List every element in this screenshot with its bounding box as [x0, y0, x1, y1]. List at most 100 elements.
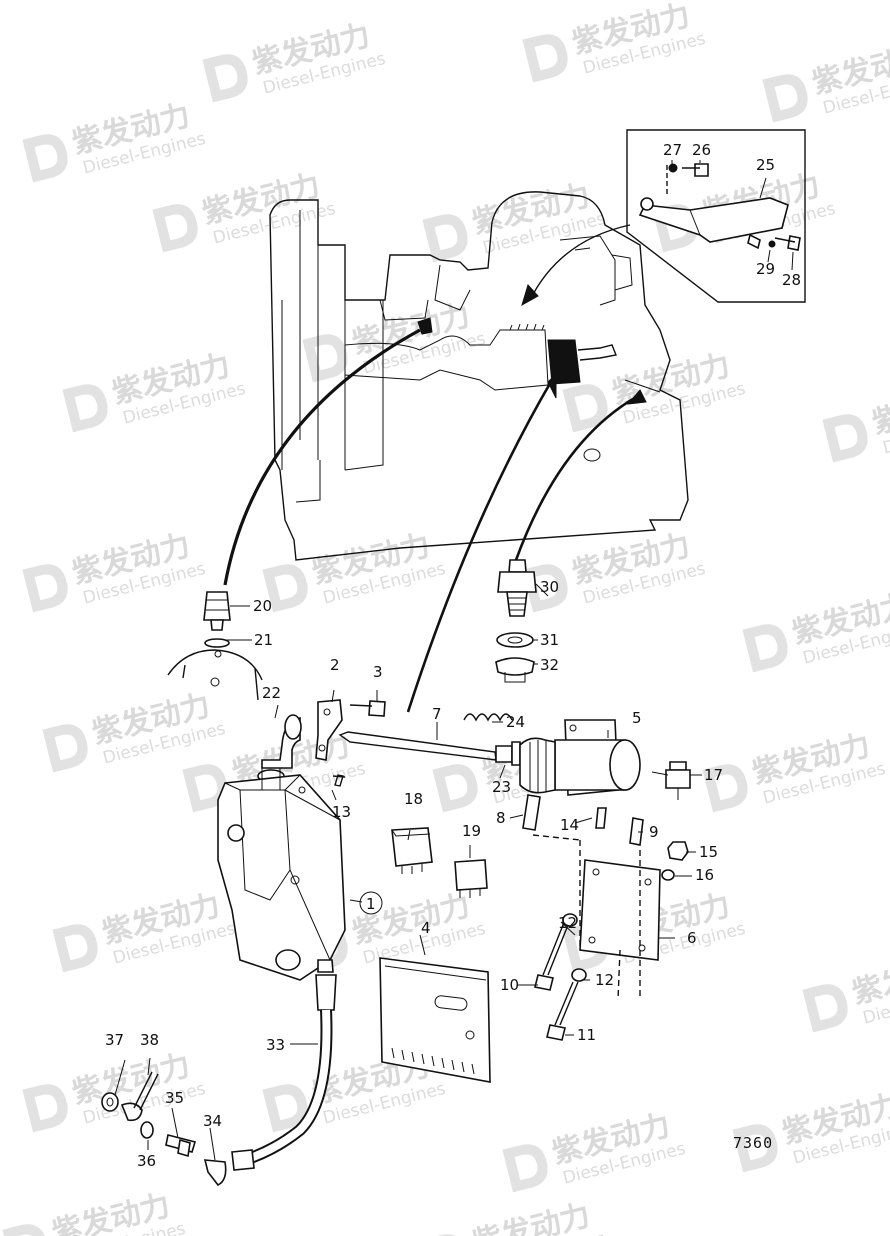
- callout-2: 2: [330, 656, 340, 674]
- expansion-tank-assembly: [217, 714, 346, 981]
- callout-5: 5: [632, 709, 642, 727]
- callout-10: 10: [500, 976, 519, 994]
- sensor-20-assembly: [167, 591, 263, 701]
- watermark-logo: [262, 1084, 308, 1133]
- callout-32: 32: [540, 656, 559, 674]
- leader-lines: [114, 160, 794, 1161]
- watermark-logo: [202, 54, 248, 103]
- callout-29: 29: [756, 260, 775, 278]
- drawing-reference-number: 7360: [733, 1134, 773, 1152]
- watermark-text: 紫发动力: [849, 948, 890, 1011]
- watermark-logo: [502, 1144, 548, 1193]
- callout-13: 13: [332, 803, 351, 821]
- callout-36: 36: [137, 1152, 156, 1170]
- callout-26: 26: [692, 141, 711, 159]
- callout-7: 7: [432, 705, 442, 723]
- callout-12b: 12: [595, 971, 614, 989]
- callout-6: 6: [687, 929, 697, 947]
- callout-17: 17: [704, 766, 723, 784]
- watermark-text: 紫发动力: [469, 1198, 594, 1236]
- callout-21: 21: [254, 631, 273, 649]
- callout-14: 14: [560, 816, 579, 834]
- callout-34: 34: [203, 1112, 222, 1130]
- watermark-logo: [22, 564, 68, 613]
- watermark-logo: [732, 1124, 778, 1173]
- callout-25: 25: [756, 156, 775, 174]
- callout-11: 11: [577, 1026, 596, 1044]
- callout-24: 24: [506, 713, 525, 731]
- watermark-logo: [52, 924, 98, 973]
- watermark-logo: [762, 74, 808, 123]
- callout-3: 3: [373, 663, 383, 681]
- detail-inset: [521, 129, 806, 307]
- mounting-plate-assembly: [522, 794, 689, 1041]
- watermark-logo: [422, 1234, 468, 1236]
- callout-20: 20: [253, 597, 272, 615]
- watermark-logo: [822, 414, 868, 463]
- callout-35: 35: [165, 1089, 184, 1107]
- wiring-harness: [223, 317, 647, 713]
- stop-solenoid: [519, 719, 691, 800]
- control-linkage-assembly: [315, 699, 521, 787]
- callout-1: 1: [366, 895, 376, 913]
- watermark-logo: [2, 1224, 48, 1236]
- sensor-30-assembly: [495, 559, 537, 683]
- callout-31: 31: [540, 631, 559, 649]
- watermark-logo: [562, 384, 608, 433]
- callout-labels: 1 2 3 4 5 6 7 8 9 10 11 12 12 13 14 15 1…: [105, 141, 801, 1170]
- callout-33: 33: [266, 1036, 285, 1054]
- callout-16: 16: [695, 866, 714, 884]
- callout-8: 8: [496, 809, 506, 827]
- watermark-logo: [802, 984, 848, 1033]
- watermark-logo: [182, 764, 228, 813]
- watermark-logo: [42, 724, 88, 773]
- callout-12a: 12: [558, 914, 577, 932]
- watermark-logo: [22, 134, 68, 183]
- callout-23: 23: [492, 778, 511, 796]
- callout-4: 4: [421, 919, 431, 937]
- callout-15: 15: [699, 843, 718, 861]
- watermark-logo: [522, 34, 568, 83]
- callout-27: 27: [663, 141, 682, 159]
- engine-outline: [269, 191, 689, 561]
- electronic-control-unit: [379, 957, 491, 1083]
- watermark-text: 紫发动力: [869, 378, 890, 441]
- callout-37: 37: [105, 1031, 124, 1049]
- watermark-logo: [742, 624, 788, 673]
- callout-22: 22: [262, 684, 281, 702]
- relay-units: [391, 827, 488, 898]
- watermark-logo: [302, 334, 348, 383]
- drain-hose-assembly: [101, 974, 337, 1187]
- callout-19: 19: [462, 822, 481, 840]
- watermark-logo: [702, 764, 748, 813]
- callout-38: 38: [140, 1031, 159, 1049]
- callout-30: 30: [540, 578, 559, 596]
- watermark-logo: [22, 1084, 68, 1133]
- watermark-logo: [422, 214, 468, 263]
- watermark-logo: [152, 204, 198, 253]
- callout-28: 28: [782, 271, 801, 289]
- watermark-logo: [62, 384, 108, 433]
- watermark-logo: [262, 564, 308, 613]
